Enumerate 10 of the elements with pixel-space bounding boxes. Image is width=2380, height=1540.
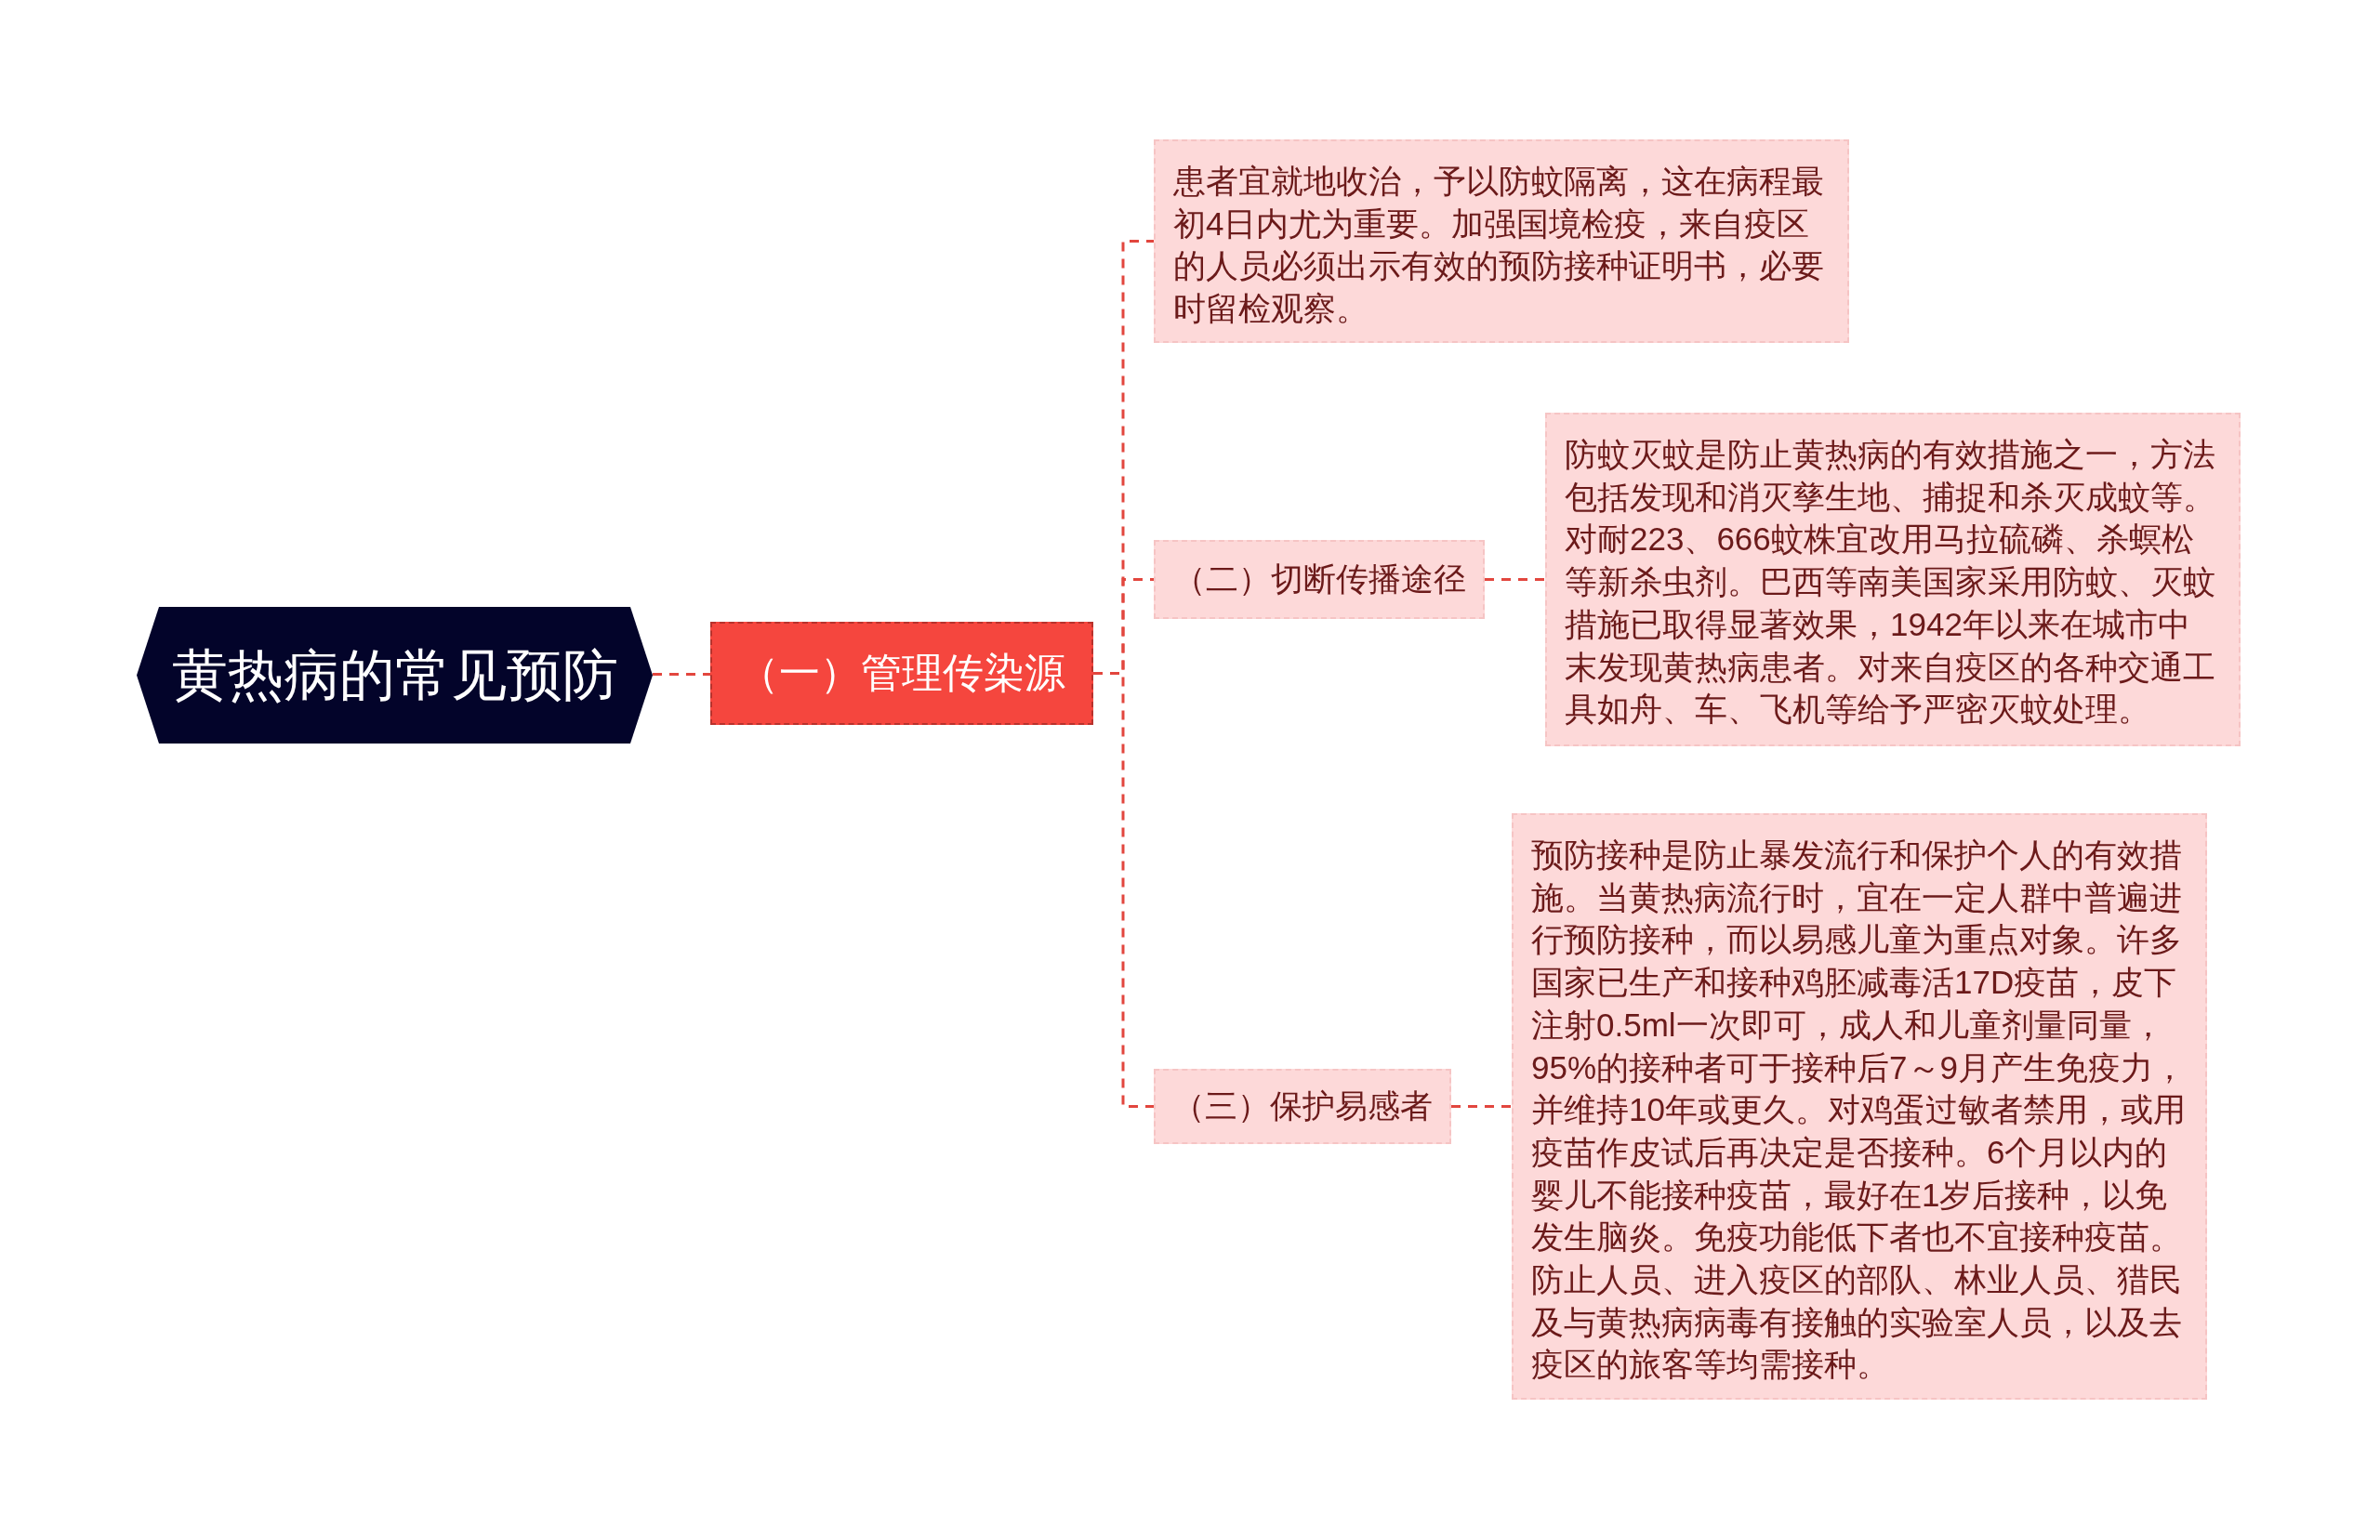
branch-box: （二）切断传播途径 [1154, 540, 1485, 619]
branch-box: （三）保护易感者 [1154, 1069, 1451, 1144]
connector-line [653, 673, 710, 676]
text-box: 患者宜就地收治，予以防蚊隔离，这在病程最初4日内尤为重要。加强国境检疫，来自疫区的人员必须出示有效的预防接种证明书，必要时留检观察。 [1154, 139, 1849, 343]
text-box: 预防接种是防止暴发流行和保护个人的有效措施。当黄热病流行时，宜在一定人群中普遍进行预防接种，而以易感儿童为重点对象。许多国家已生产和接种鸡胚减毒活17D疫苗，皮下注射0.5ml一次即可，成人和儿童剂量同量，95%的接种者可于接种后7～9月产生免疫力，并维持10年或更久。对鸡蛋过敏者禁用，或用疫苗作皮试后再决定是否接种。6个月以内的婴儿不能接种疫苗，最好在1岁后接种，以免发生脑炎。免疫功能低下者也不宜接种疫苗。防止人员、进入疫区的部队、林业人员、猎民及与黄热病病毒有接触的实验室人员，以及去疫区的旅客等均需接种。 [1512, 813, 2207, 1400]
branch-box: （一）管理传染源 [710, 622, 1093, 725]
connector-line [1485, 578, 1545, 581]
connector-line [1451, 1105, 1512, 1108]
topic-hexagon: 黄热病的常见预防 [137, 607, 653, 744]
text-box: 防蚊灭蚊是防止黄热病的有效措施之一，方法包括发现和消灭孳生地、捕捉和杀灭成蚊等。对耐223、666蚊株宜改用马拉硫磷、杀螟松等新杀虫剂。巴西等南美国家采用防蚊、灭蚊措施已取得显著效果，1942年以来在城市中末发现黄热病患者。对来自疫区的各种交通工具如舟、车、飞机等给予严密灭蚊处理。 [1545, 413, 2241, 746]
